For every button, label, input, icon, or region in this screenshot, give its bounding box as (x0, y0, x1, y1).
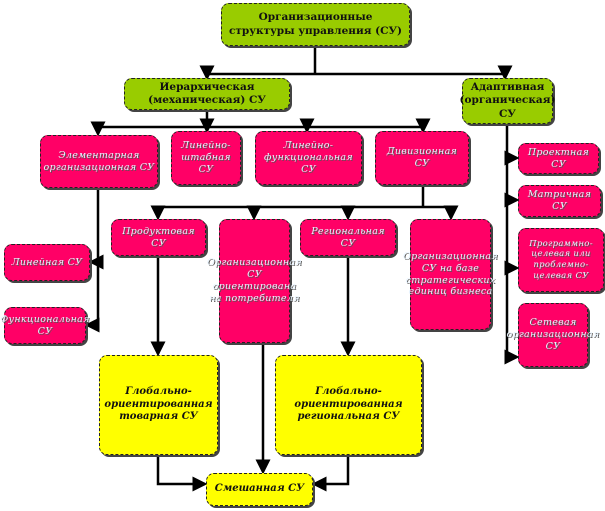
adaptive-node: Адаптивная (органическая) СУ (460, 78, 555, 124)
regional-node: Региональная СУ (300, 219, 396, 256)
divisional-node: Дивизионная СУ (375, 131, 469, 185)
elementary-node: Элементарная организационная СУ (40, 135, 158, 188)
line-functional-node: Линейно-функциональная СУ (255, 131, 362, 185)
matrix-node: Матричная СУ (518, 185, 601, 217)
hierarchical-node: Иерархическая (механическая) СУ (124, 78, 290, 110)
global-regional-node: Глобально-ориентированная региональная С… (275, 355, 422, 455)
program-node: Программно-целевая или проблемно-целевая… (518, 228, 604, 292)
network-node: Сетевая организационная СУ (507, 303, 599, 367)
product-node: Продуктовая СУ (111, 219, 206, 256)
line-staff-node: Линейно-штабная СУ (171, 131, 241, 185)
functional-node: Функциональная СУ (0, 307, 89, 344)
mixed-node: Смешанная СУ (206, 473, 313, 506)
root-node: Организационные структуры управления (СУ… (221, 3, 410, 46)
project-node: Проектная СУ (518, 143, 599, 174)
strategic-node: Организационная СУ на базе стратегически… (403, 219, 498, 330)
consumer-node: Организационная СУ ориентирована на потр… (207, 219, 302, 343)
linear-node: Линейная СУ (4, 244, 90, 281)
global-product-node: Глобально-ориентированная товарная СУ (99, 355, 218, 455)
